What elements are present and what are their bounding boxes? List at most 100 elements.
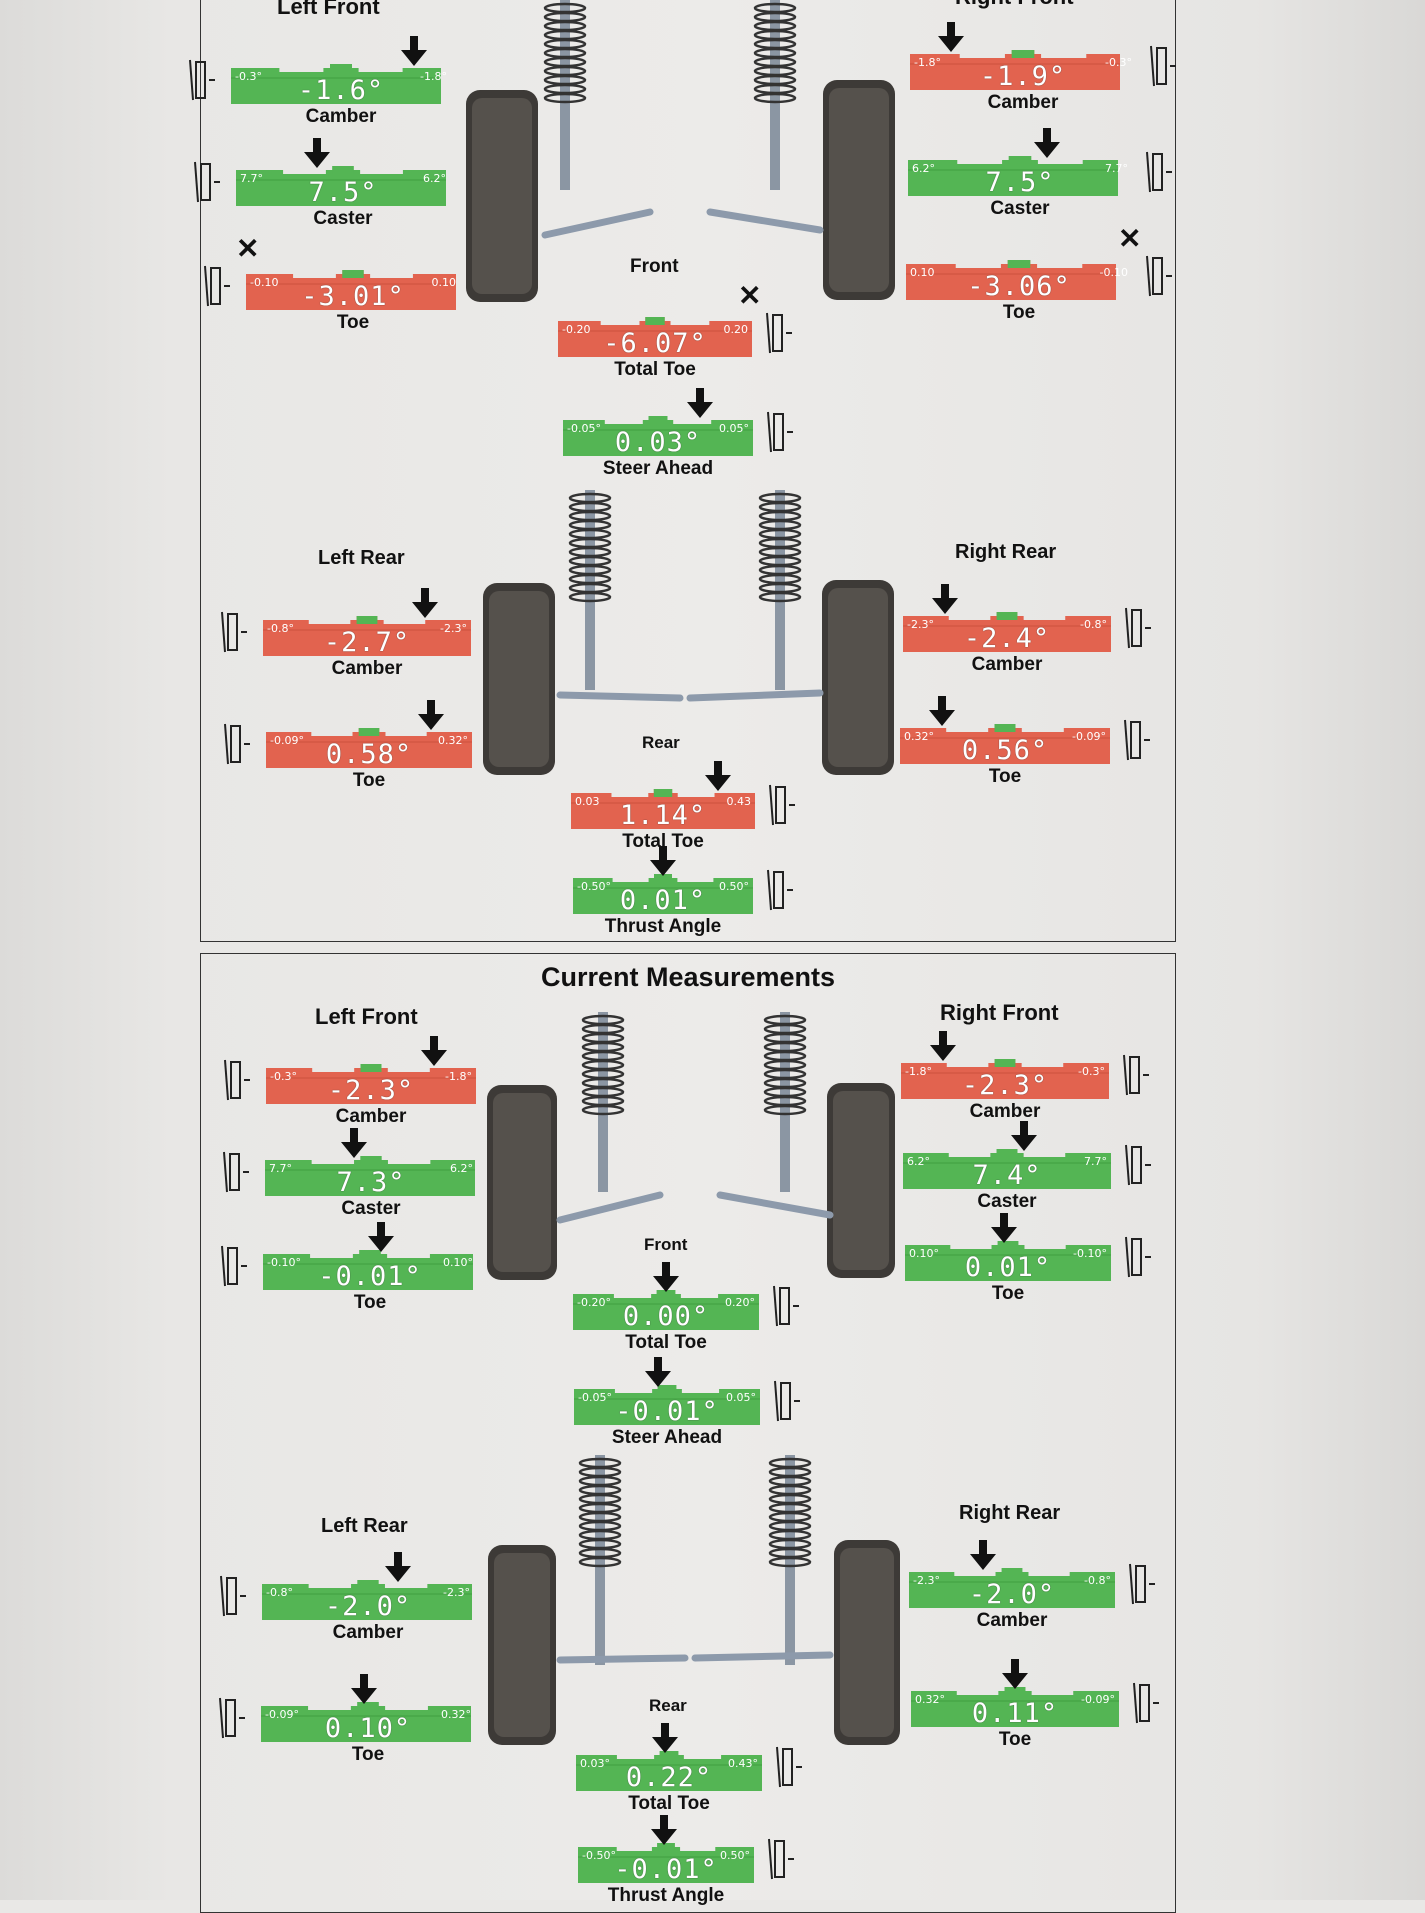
wheel-angle-icon xyxy=(776,1746,802,1788)
gauge-value: -1.9° xyxy=(979,61,1067,92)
tolerance-window xyxy=(1004,1687,1026,1695)
current-left-rear-strut xyxy=(578,1455,622,1665)
gauge-min-limit: -0.8° xyxy=(266,1586,293,1599)
pointer-arrow-icon xyxy=(970,1540,997,1570)
before-left-rear-toe-gauge: -0.09°0.32°0.58°Toe xyxy=(224,700,472,791)
gauge-max-limit: 0.20° xyxy=(725,1296,755,1309)
before-left-front-control-arm xyxy=(541,208,654,239)
tolerance-window xyxy=(648,416,668,424)
current-total-toe-rear-gauge: 0.03°0.43°0.22°Total Toe xyxy=(576,1723,802,1814)
gauge-caption: Caster xyxy=(341,1198,401,1219)
current-right-rear-label: Right Rear xyxy=(959,1502,1061,1524)
gauge-max-limit: 0.05° xyxy=(726,1391,756,1404)
gauge-value: 7.5° xyxy=(985,167,1055,198)
gauge-max-limit: 0.43° xyxy=(728,1757,758,1770)
gauge-bar xyxy=(571,789,755,829)
current-left-rear-label: Left Rear xyxy=(321,1515,408,1537)
gauge-bar xyxy=(903,612,1111,652)
gauge-caption: Total Toe xyxy=(628,1793,710,1814)
wheel-angle-icon xyxy=(204,265,230,307)
gauge-caption: Caster xyxy=(990,198,1050,219)
gauge-min-limit: 7.7° xyxy=(240,172,263,185)
gauge-caption: Toe xyxy=(991,1283,1025,1304)
gauge-max-limit: -2.3° xyxy=(440,622,467,635)
wheel-angle-icon xyxy=(1146,151,1172,193)
gauge-caption: Toe xyxy=(353,1292,387,1313)
gauge-caption: Camber xyxy=(331,658,403,679)
before-measurements-panel xyxy=(200,0,1176,942)
gauge-bar xyxy=(563,416,753,456)
wheel-angle-icon xyxy=(1150,45,1176,87)
wheel-angle-icon xyxy=(1125,1144,1151,1186)
before-left-front-caster-gauge: 7.7°6.2°7.5°Caster xyxy=(194,138,450,229)
gauge-caption: Toe xyxy=(1002,302,1036,323)
gauge-min-limit: 0.10° xyxy=(909,1247,939,1260)
gauge-caption: Steer Ahead xyxy=(602,458,714,479)
tolerance-window xyxy=(359,1250,381,1258)
wheel-angle-icon xyxy=(769,784,795,826)
current-right-front-toe-gauge: 0.10°-0.10°0.01°Toe xyxy=(905,1213,1151,1304)
current-right-front-camber-gauge: -1.8°-0.3°-2.3°Camber xyxy=(901,1031,1149,1122)
gauge-fill xyxy=(576,1751,762,1791)
wheel-angle-icon xyxy=(774,1380,800,1422)
gauge-bar xyxy=(573,874,753,914)
gauge-max-limit: 0.10° xyxy=(443,1256,473,1269)
gauge-bar xyxy=(911,1687,1119,1727)
pointer-arrow-icon xyxy=(686,388,713,418)
tolerance-window xyxy=(356,616,378,624)
gauge-min-limit: -0.8° xyxy=(267,622,294,635)
gauge-max-limit: 0.50° xyxy=(719,880,749,893)
tolerance-window xyxy=(1007,260,1031,268)
right-front-label: Right Front xyxy=(955,0,1074,10)
gauge-fill xyxy=(574,1385,760,1425)
gauge-fill xyxy=(231,64,441,104)
pointer-arrow-icon xyxy=(651,1815,678,1845)
current-right-front-control-arm xyxy=(716,1191,834,1219)
gauge-min-limit: -1.8° xyxy=(905,1065,932,1078)
tolerance-window xyxy=(357,1580,379,1588)
wheel-angle-icon xyxy=(768,1838,794,1880)
gauge-min-limit: -0.05° xyxy=(578,1391,612,1404)
gauge-value: -2.3° xyxy=(327,1075,415,1106)
gauge-fill xyxy=(901,1059,1109,1099)
gauge-value: -0.01° xyxy=(615,1396,719,1427)
wheel-angle-icon xyxy=(773,1285,799,1327)
tolerance-window xyxy=(996,612,1018,620)
before-right-front-wheel xyxy=(823,80,895,300)
gauge-bar xyxy=(908,156,1118,196)
pointer-arrow-icon xyxy=(990,1213,1017,1243)
before-right-front-caster-gauge: 6.2°7.7°7.5°Caster xyxy=(908,128,1172,219)
wheel-angle-icon xyxy=(224,723,250,765)
gauge-fill xyxy=(262,1580,472,1620)
gauge-value: 0.22° xyxy=(625,1762,713,1793)
gauge-fill xyxy=(573,1290,759,1330)
pointer-arrow-icon xyxy=(412,588,439,618)
pointer-arrow-icon xyxy=(341,1128,368,1158)
gauge-max-limit: 7.7° xyxy=(1105,162,1128,175)
gauge-caption: Camber xyxy=(971,654,1043,675)
current-right-rear-toe-gauge: 0.32°-0.09°0.11°Toe xyxy=(911,1659,1159,1750)
gauge-caption: Toe xyxy=(351,1744,385,1765)
gauge-min-limit: -0.50° xyxy=(582,1849,616,1862)
before-left-rear-strut xyxy=(568,490,612,690)
tolerance-window xyxy=(330,64,352,72)
gauge-bar xyxy=(905,1241,1111,1281)
wheel-angle-icon xyxy=(1146,255,1172,297)
gauge-caption: Total Toe xyxy=(625,1332,707,1353)
gauge-value: 0.00° xyxy=(622,1301,710,1332)
current-right-front-wheel xyxy=(827,1083,895,1278)
current-steer-ahead-gauge: -0.05°0.05°-0.01°Steer Ahead xyxy=(574,1357,800,1448)
gauge-fill xyxy=(903,612,1111,652)
gauge-max-limit: -1.8° xyxy=(420,70,447,83)
gauge-fill xyxy=(900,724,1110,764)
gauge-fill xyxy=(558,317,752,357)
tolerance-window xyxy=(656,1290,676,1298)
gauge-fill xyxy=(905,1241,1111,1281)
gauge-min-limit: -0.50° xyxy=(577,880,611,893)
current-left-rear-wheel xyxy=(488,1545,556,1745)
gauge-fill xyxy=(909,1568,1115,1608)
current-right-rear-wheel xyxy=(834,1540,900,1745)
pointer-arrow-icon xyxy=(929,696,955,726)
gauge-max-limit: 6.2° xyxy=(450,1162,473,1175)
